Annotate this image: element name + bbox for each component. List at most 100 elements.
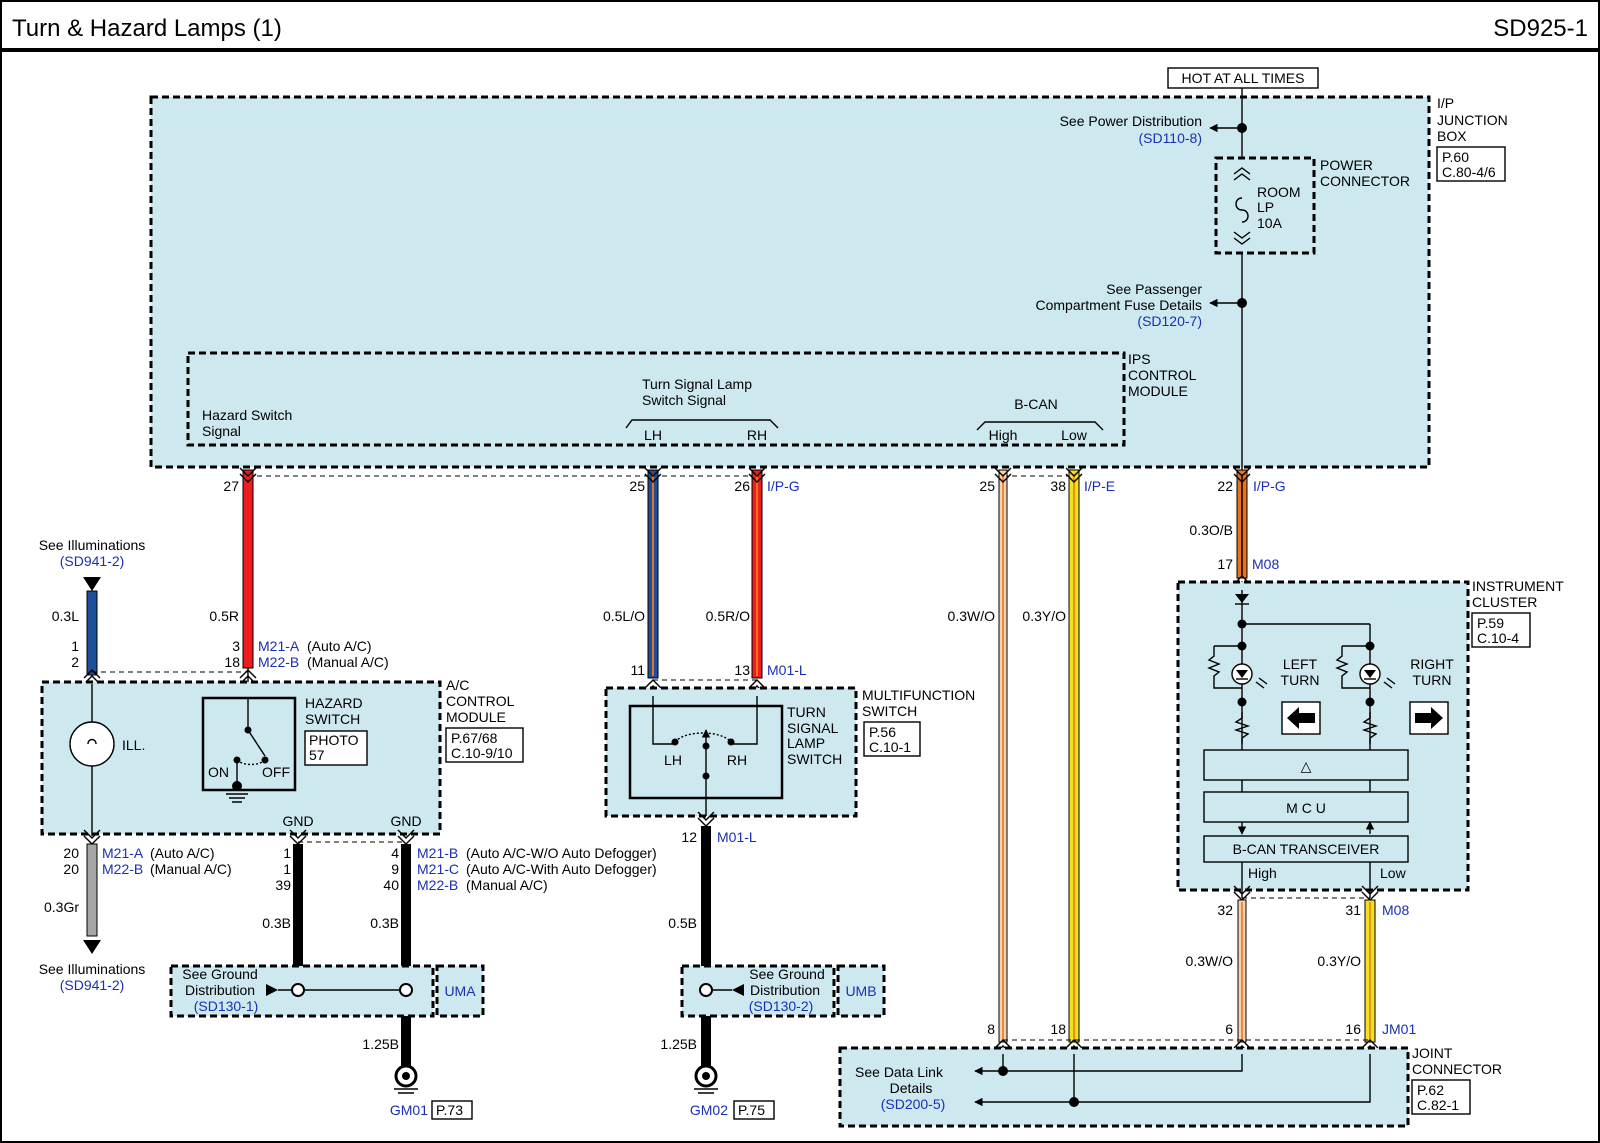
- junction-ref-1: P.60: [1442, 149, 1469, 165]
- photo-ref-box: [304, 730, 368, 766]
- pin-25a: 25: [629, 478, 645, 494]
- uma-see-1: See Ground: [182, 966, 258, 982]
- ill-label: ILL.: [122, 737, 145, 753]
- splice-dot: [399, 983, 413, 997]
- joint-name-2: CONNECTOR: [1412, 1061, 1502, 1077]
- splice-dot: [1069, 1097, 1079, 1107]
- connector-chevron: [644, 467, 662, 483]
- hazard-name-2: SWITCH: [305, 711, 360, 727]
- mf-pin-12: 12: [681, 829, 697, 845]
- hazard-signal-2: Signal: [202, 423, 241, 439]
- resistor-icon: [1207, 645, 1242, 689]
- gnd-pin-4: 4: [391, 845, 399, 861]
- turn-switch-wire: [652, 696, 675, 745]
- down-arrow-icon: [83, 940, 101, 954]
- ground-icon: [394, 1088, 418, 1094]
- junction-name-2: JUNCTION: [1437, 112, 1508, 128]
- uma-tag-box: [435, 964, 485, 1018]
- wire-label-1.25B-2: 1.25B: [660, 1036, 697, 1052]
- mf-ref-box: [863, 721, 921, 757]
- wire-label-0.5L/O: 0.5L/O: [603, 608, 645, 624]
- gnd-pin-9: 9: [391, 861, 399, 877]
- txt-auto-b: (Auto A/C): [150, 845, 215, 861]
- switch-contact: [261, 756, 269, 764]
- joint-ref-1: P.62: [1417, 1082, 1444, 1098]
- joint-pin-16: 16: [1345, 1021, 1361, 1037]
- joint-see-2: Details: [890, 1080, 933, 1096]
- connector-chevron: [994, 467, 1012, 483]
- fuse-label-2: LP: [1257, 199, 1274, 215]
- txt-manual: (Manual A/C): [307, 654, 389, 670]
- turn-sw-2: SIGNAL: [787, 720, 839, 736]
- led-arrow: [1236, 670, 1248, 678]
- cluster-ref-box: [1471, 612, 1531, 648]
- bcan-transceiver: B-CAN TRANSCEIVER: [1233, 841, 1380, 857]
- wire-0.5R: [242, 469, 254, 669]
- junction-ref-box: [1436, 146, 1506, 182]
- bcan-bracket: [976, 421, 1104, 431]
- down-arrow-icon: [83, 577, 101, 591]
- cluster-name-1: INSTRUMENT: [1472, 578, 1564, 594]
- joint-pin-8: 8: [987, 1021, 995, 1037]
- splice-dot: [1365, 697, 1375, 707]
- junction-ref-2: C.80-4/6: [1442, 164, 1496, 180]
- turn-bracket: [625, 419, 779, 429]
- cluster-name-2: CLUSTER: [1472, 594, 1537, 610]
- txt-wo: (Auto A/C-W/O Auto Defogger): [466, 845, 657, 861]
- turn-sw-4: SWITCH: [787, 751, 842, 767]
- right-turn-1: RIGHT: [1410, 656, 1454, 672]
- driver-tri: △: [1301, 758, 1312, 774]
- right-turn-2: TURN: [1413, 672, 1452, 688]
- gm02-ref: P.75: [738, 1102, 765, 1118]
- see-fuse-1: See Passenger: [1106, 281, 1202, 297]
- illum-see-bot-2: (SD941-2): [60, 977, 125, 993]
- turn-switch-wire: [731, 696, 758, 745]
- conn-m08-b: M08: [1382, 902, 1409, 918]
- hot-label-box: [1167, 67, 1319, 89]
- ac-pin-18: 18: [224, 654, 240, 670]
- txt-manual-b: (Manual A/C): [150, 861, 232, 877]
- gm01-label: GM01: [390, 1102, 428, 1118]
- conn-ipe: I/P-E: [1084, 478, 1115, 494]
- hazard-name-1: HAZARD: [305, 695, 363, 711]
- light-rays-icon: [1255, 677, 1268, 689]
- page-title: Turn & Hazard Lamps (1): [12, 15, 282, 42]
- wire-label-0.3Y/O-b: 0.3Y/O: [1317, 953, 1361, 969]
- ground-point-center: [702, 1072, 710, 1080]
- turn-sw-lh: LH: [664, 752, 682, 768]
- gnd-pin-39: 39: [275, 877, 291, 893]
- connector-chevron: [1233, 467, 1251, 483]
- cluster-pin-31: 31: [1345, 902, 1361, 918]
- photo-ref-1: PHOTO: [309, 732, 359, 748]
- mf-pin-11: 11: [630, 662, 645, 678]
- umb-see-1: See Ground: [749, 966, 825, 982]
- uma-label: UMA: [444, 983, 476, 999]
- ips-bcan: B-CAN: [1014, 396, 1058, 412]
- page-code: SD925-1: [1493, 15, 1588, 42]
- pin-38: 38: [1050, 478, 1066, 494]
- bulb-icon: [69, 721, 115, 767]
- fuse-label-3: 10A: [1257, 215, 1283, 231]
- gnd-label-2: GND: [390, 813, 421, 829]
- cluster-ref-1: P.59: [1477, 615, 1504, 631]
- power-connector-2: CONNECTOR: [1320, 173, 1410, 189]
- conn-m22b-b: M22-B: [102, 861, 143, 877]
- ground-point-center: [402, 1072, 410, 1080]
- conn-ipg-2: I/P-G: [1253, 478, 1286, 494]
- led-arrow: [1364, 670, 1376, 678]
- switch-arc: [674, 732, 732, 743]
- wire-label-0.3O/B: 0.3O/B: [1189, 522, 1233, 538]
- see-fuse-3: (SD120-7): [1137, 313, 1202, 329]
- turn-sw-3: LAMP: [787, 735, 825, 751]
- hazard-off: OFF: [262, 764, 290, 780]
- conn-m21c: M21-C: [417, 861, 459, 877]
- ac-name-1: A/C: [446, 677, 469, 693]
- splice-dot: [291, 983, 305, 997]
- junction-name-3: BOX: [1437, 128, 1467, 144]
- mf-name-1: MULTIFUNCTION: [862, 687, 975, 703]
- joint-connector-box: [838, 1046, 1410, 1128]
- filament-icon: [87, 738, 97, 745]
- illum-see-top-2: (SD941-2): [60, 553, 125, 569]
